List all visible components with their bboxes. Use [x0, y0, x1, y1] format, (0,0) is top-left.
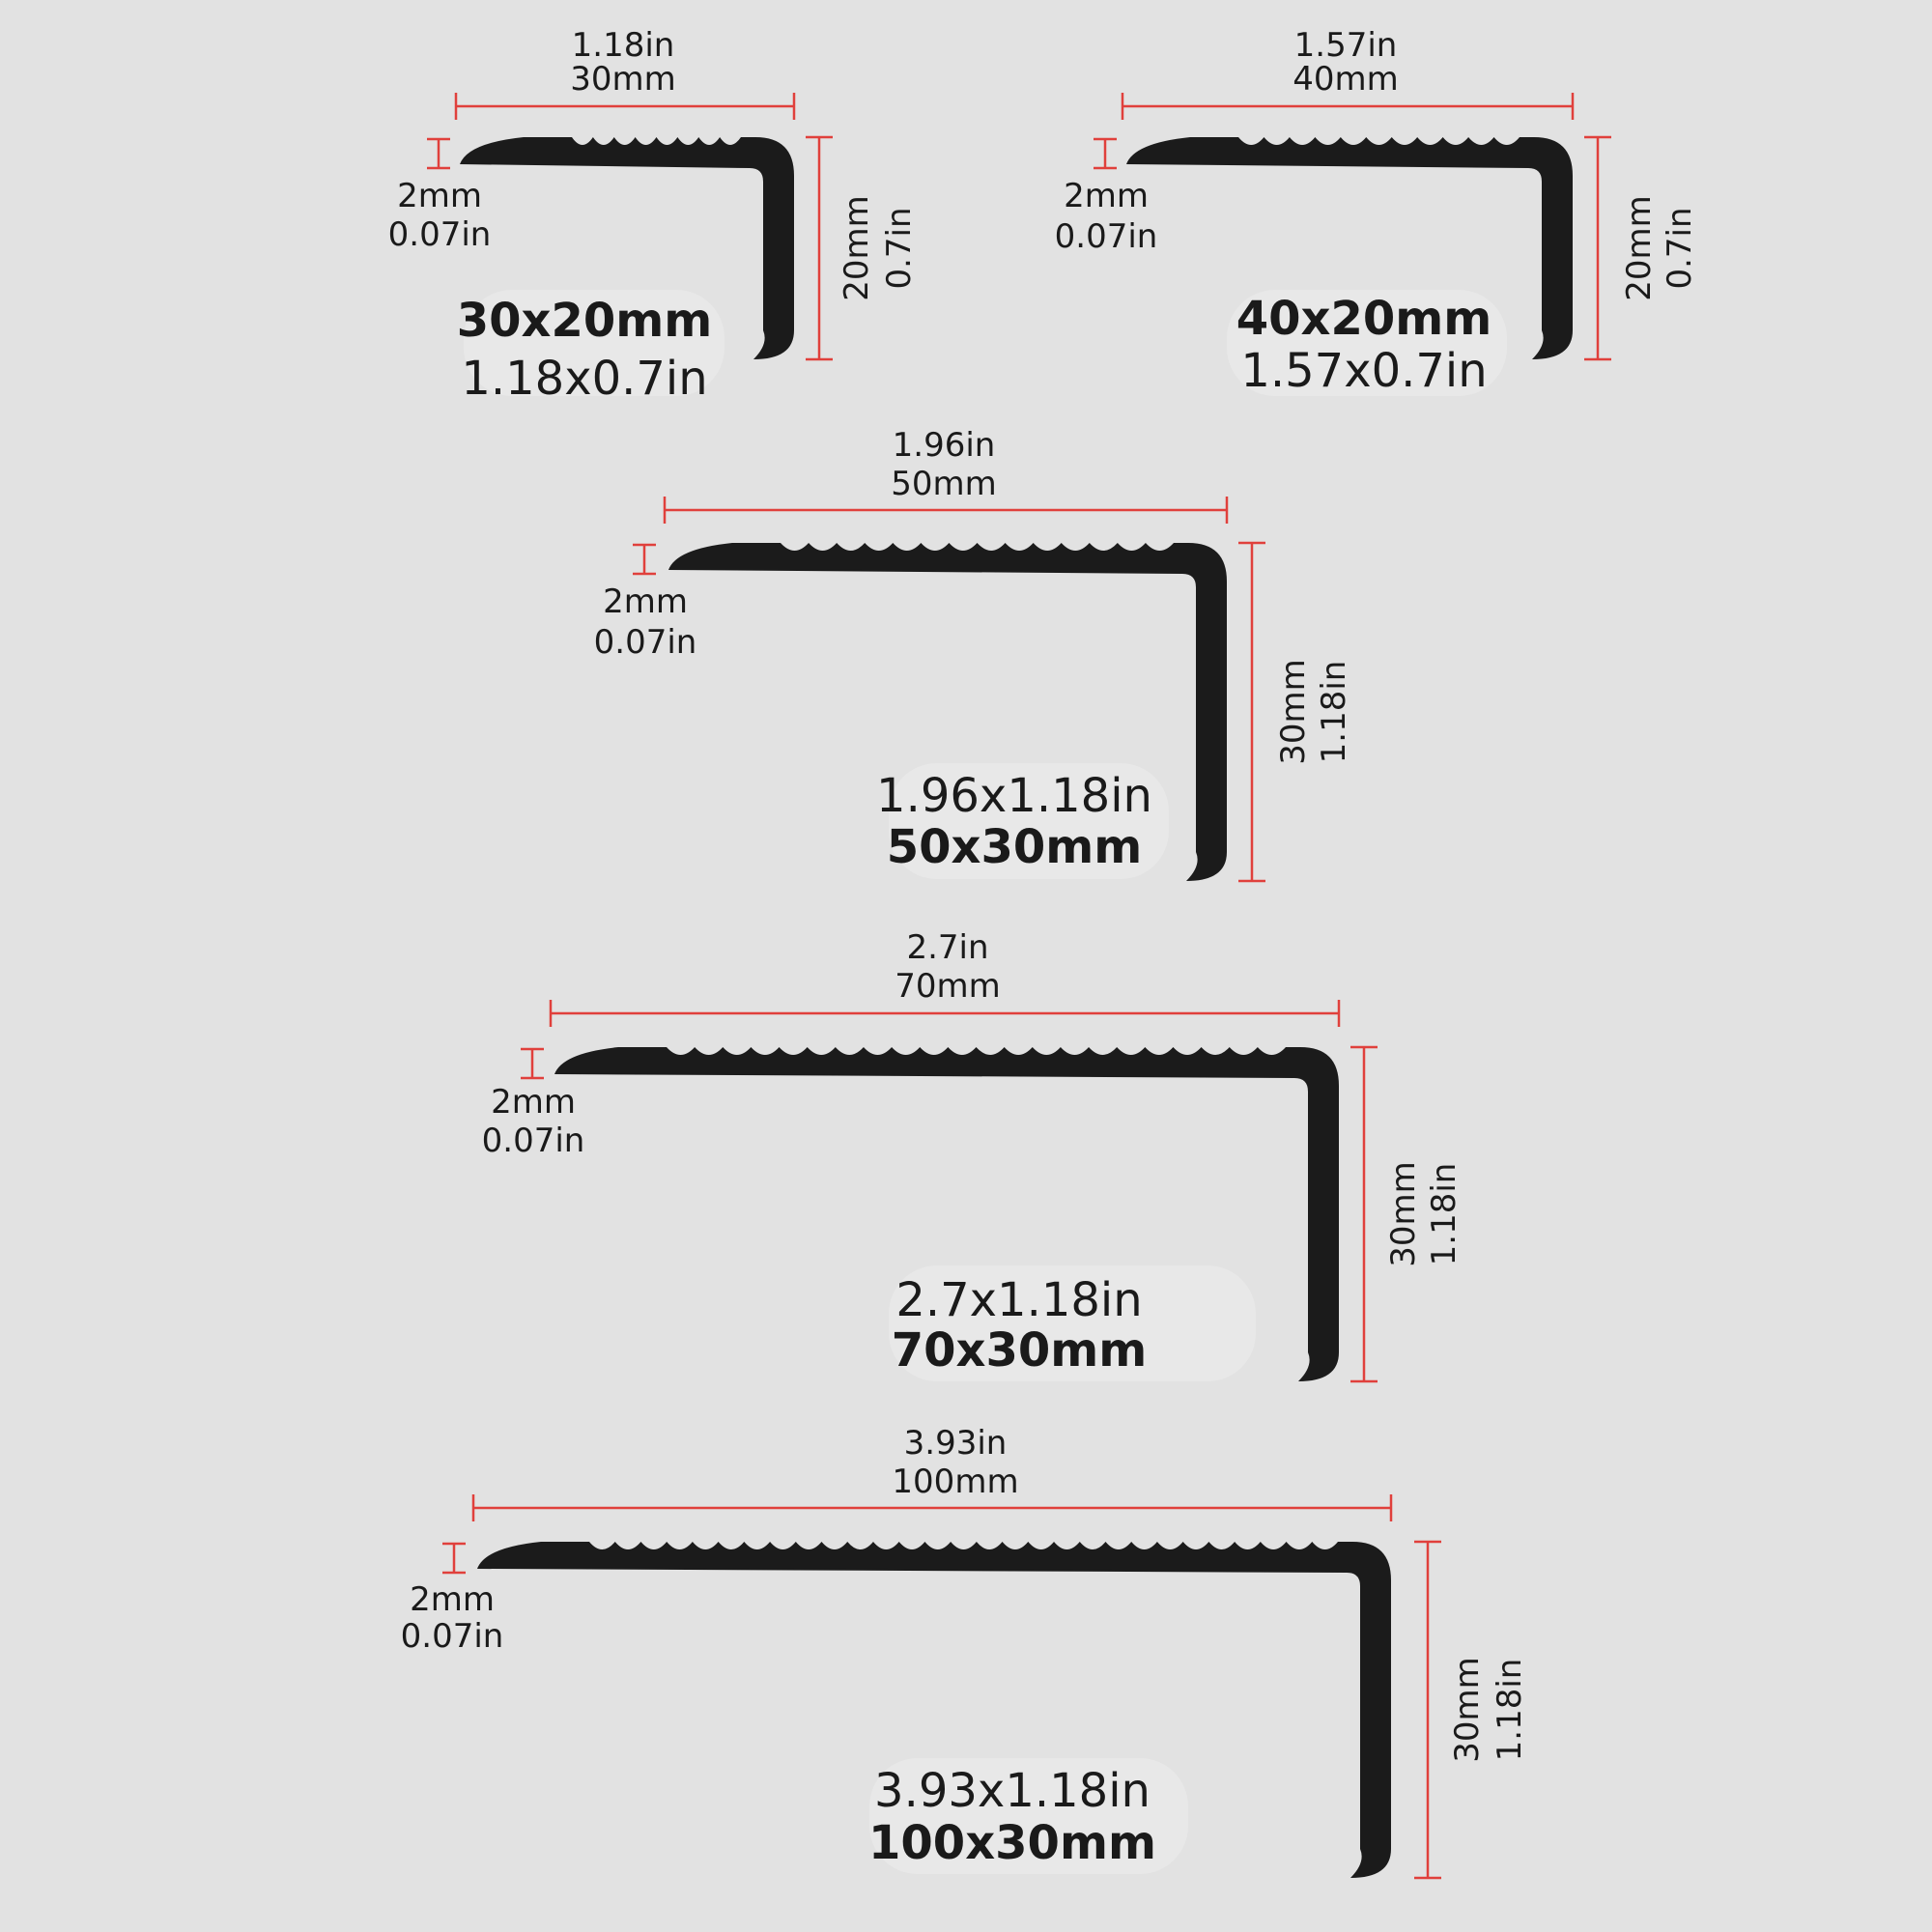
height-label-mm: 20mm [1620, 195, 1659, 301]
thickness-label-mm: 2mm [397, 177, 482, 215]
height-label-mm: 20mm [838, 195, 876, 301]
height-label-in: 1.18in [1425, 1163, 1463, 1266]
size-label-highlight [1227, 290, 1507, 396]
size-label-line2: 50x30mm [887, 820, 1143, 874]
width-label-mm: 50mm [891, 465, 997, 503]
size-label-highlight [889, 763, 1169, 879]
nosing-profile-p30x20 [460, 137, 794, 359]
size-label-line2: 1.57x0.7in [1240, 344, 1487, 398]
size-label-highlight [869, 1758, 1188, 1874]
thickness-label-in: 0.07in [388, 215, 492, 254]
size-label-line1: 2.7x1.18in [895, 1273, 1142, 1327]
thickness-label-mm: 2mm [603, 582, 688, 621]
thickness-label-mm: 2mm [410, 1580, 495, 1619]
thickness-label-in: 0.07in [1055, 217, 1158, 256]
width-label-in: 1.18in [572, 26, 675, 65]
thickness-label-in: 0.07in [594, 623, 697, 662]
size-label-line1: 1.96x1.18in [876, 769, 1152, 823]
size-label-line1: 3.93x1.18in [874, 1764, 1151, 1818]
size-label-highlight [889, 1265, 1256, 1381]
size-label-highlight [464, 290, 724, 396]
nosing-profile-p40x20 [1126, 137, 1573, 359]
height-label-in: 1.18in [1491, 1659, 1529, 1762]
width-label-in: 3.93in [904, 1424, 1008, 1463]
height-label-mm: 30mm [1384, 1161, 1423, 1267]
height-label-in: 1.18in [1315, 661, 1353, 764]
width-label-mm: 40mm [1293, 60, 1399, 99]
width-label-mm: 30mm [570, 60, 676, 99]
thickness-label-in: 0.07in [482, 1122, 585, 1160]
width-label-in: 1.96in [893, 426, 996, 465]
height-label-in: 0.7in [1661, 207, 1699, 289]
height-label-mm: 30mm [1274, 659, 1313, 765]
size-label-line2: 100x30mm [868, 1816, 1156, 1870]
thickness-label-in: 0.07in [401, 1617, 504, 1656]
width-label-in: 1.57in [1294, 26, 1398, 65]
height-label-in: 0.7in [880, 207, 919, 289]
thickness-label-mm: 2mm [491, 1083, 576, 1122]
size-label-line1: 30x20mm [457, 294, 713, 348]
width-label-mm: 70mm [895, 967, 1001, 1006]
size-label-line2: 1.18x0.7in [461, 352, 707, 406]
width-label-mm: 100mm [892, 1463, 1018, 1501]
size-label-line1: 40x20mm [1236, 292, 1492, 346]
thickness-label-mm: 2mm [1064, 177, 1149, 215]
height-label-mm: 30mm [1448, 1657, 1487, 1763]
size-label-line2: 70x30mm [892, 1323, 1148, 1378]
width-label-in: 2.7in [906, 928, 988, 967]
